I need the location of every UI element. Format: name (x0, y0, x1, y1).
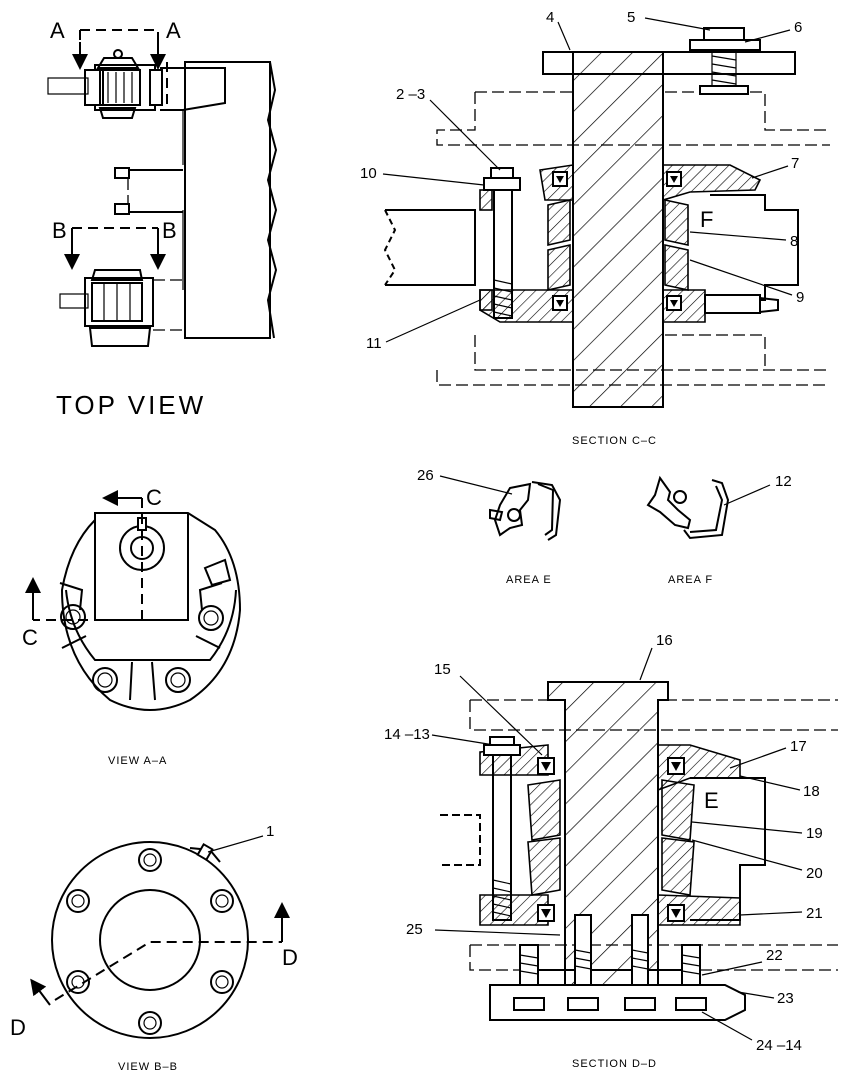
view-bb (30, 841, 290, 1039)
callout-19: 19 (806, 825, 823, 842)
title-area-e: AREA E (506, 574, 552, 586)
callout-11: 11 (366, 335, 382, 352)
title-top-view: TOP VIEW (56, 390, 206, 420)
callout-1: 1 (266, 823, 274, 840)
marker-a-left: A (50, 18, 65, 43)
marker-e: E (704, 788, 719, 813)
callout-22: 22 (766, 947, 783, 964)
title-section-cc: SECTION C–C (572, 435, 657, 447)
callout-5: 5 (627, 9, 635, 26)
marker-a-right: A (166, 18, 181, 43)
callout-16: 16 (656, 632, 673, 649)
callout-7: 7 (791, 155, 799, 172)
area-e-detail (489, 481, 562, 541)
section-cc (383, 27, 830, 408)
title-area-f: AREA F (668, 574, 713, 586)
top-view (47, 29, 278, 347)
title-section-dd: SECTION D–D (572, 1058, 657, 1070)
marker-f: F (700, 207, 713, 232)
section-dd (440, 681, 838, 1021)
callout-14-13: 14 –13 (384, 726, 430, 743)
marker-b-left: B (52, 218, 67, 243)
marker-d-right: D (282, 945, 298, 970)
callout-26: 26 (417, 467, 434, 484)
callout-17: 17 (790, 738, 807, 755)
marker-c-left: C (22, 625, 38, 650)
callout-25: 25 (406, 921, 423, 938)
callout-8: 8 (790, 233, 798, 250)
callout-9: 9 (796, 289, 804, 306)
callout-20: 20 (806, 865, 823, 882)
callout-21: 21 (806, 905, 823, 922)
view-aa (25, 490, 242, 711)
marker-b-right: B (162, 218, 177, 243)
callout-18: 18 (803, 783, 820, 800)
callout-2-3: 2 –3 (396, 86, 425, 103)
marker-c-top: C (146, 485, 162, 510)
callout-23: 23 (777, 990, 794, 1007)
callout-10: 10 (360, 165, 377, 182)
marker-d-left: D (10, 1015, 26, 1040)
callout-15: 15 (434, 661, 451, 678)
area-f-detail (646, 475, 730, 540)
title-view-bb: VIEW B–B (118, 1061, 178, 1073)
callout-24-14: 24 –14 (756, 1037, 802, 1054)
title-view-aa: VIEW A–A (108, 755, 167, 767)
callout-4: 4 (546, 9, 554, 26)
callout-12: 12 (775, 473, 792, 490)
callout-6: 6 (794, 19, 802, 36)
